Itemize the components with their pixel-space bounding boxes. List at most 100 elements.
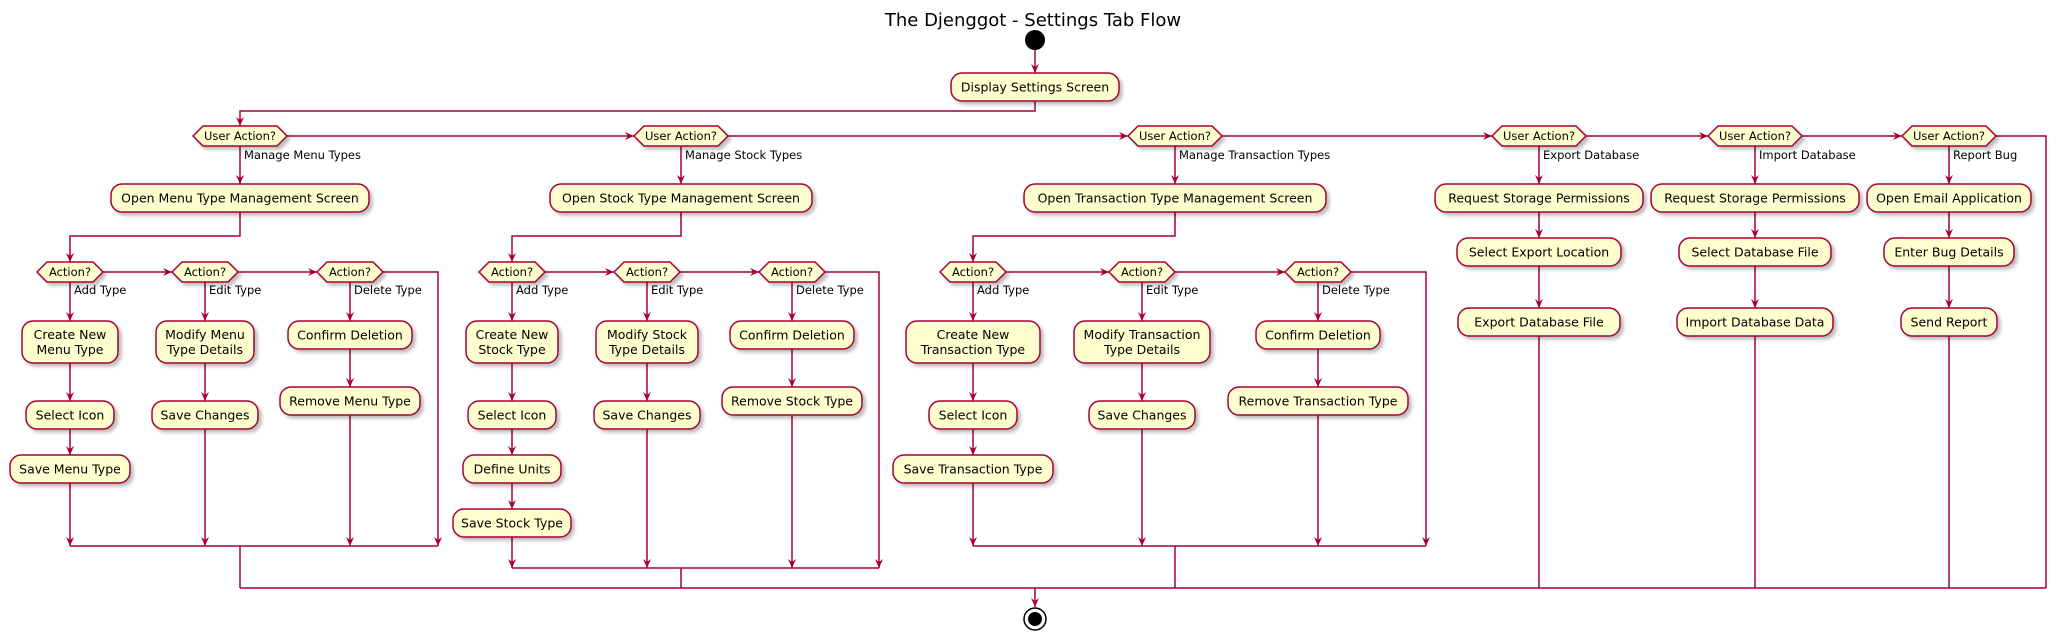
- decision-diamond: [315, 261, 385, 283]
- start-node: [1025, 30, 1045, 50]
- activity-node-sel_export: [1456, 237, 1622, 267]
- branch-label: Delete Type: [1322, 283, 1390, 297]
- activity-label: Request Storage Permissions: [1448, 191, 1630, 206]
- activity-label: Modify Stock: [607, 327, 688, 342]
- activity-label: Create New: [937, 327, 1010, 342]
- activity-label: Save Stock Type: [461, 516, 563, 531]
- decision-diamond: [938, 261, 1008, 283]
- flow-nodes: [9, 30, 2032, 631]
- activity-label: Confirm Deletion: [1265, 328, 1371, 343]
- activity-node-s_savechg: [593, 400, 701, 430]
- activity-node-open_menu: [110, 183, 370, 213]
- activity-node-req_import: [1650, 183, 1860, 213]
- activity-node-t_save: [892, 454, 1054, 484]
- branch-label: Delete Type: [354, 283, 422, 297]
- activity-label: Open Menu Type Management Screen: [121, 191, 359, 206]
- decision-label: Action?: [771, 265, 813, 279]
- activity-label: Type Details: [1103, 342, 1180, 357]
- activity-node-m_savechg: [151, 400, 259, 430]
- activity-label: Create New: [34, 327, 107, 342]
- activity-node-m_save: [9, 454, 131, 484]
- activity-label: Save Changes: [602, 408, 691, 423]
- decision-diamond: [1283, 261, 1353, 283]
- activity-node-m_icon: [25, 400, 115, 430]
- branch-label: Add Type: [977, 283, 1029, 297]
- activity-node-open_stock: [549, 183, 813, 213]
- activity-node-req_export: [1434, 183, 1644, 213]
- activity-label: Select Icon: [939, 408, 1008, 423]
- end-node-core: [1028, 612, 1042, 626]
- decision-diamond: [757, 261, 827, 283]
- activity-label: Remove Menu Type: [289, 394, 411, 409]
- activity-node-open_tx: [1023, 183, 1327, 213]
- branch-label: Export Database: [1543, 148, 1639, 162]
- decision-diamond: [1490, 125, 1588, 147]
- decision-diamond: [1706, 125, 1804, 147]
- decision-label: User Action?: [1719, 129, 1791, 143]
- activity-label: Remove Stock Type: [731, 394, 853, 409]
- decision-diamond: [191, 125, 289, 147]
- activity-label: Save Menu Type: [19, 462, 121, 477]
- activity-node-t_create: [905, 320, 1041, 364]
- activity-label: Confirm Deletion: [297, 328, 403, 343]
- activity-label: Create New: [476, 327, 549, 342]
- activity-label: Open Email Application: [1876, 191, 2022, 206]
- activity-node-m_confirm: [287, 320, 413, 350]
- activity-node-enter_bug: [1883, 237, 2015, 267]
- decision-diamond: [632, 125, 730, 147]
- decision-diamond: [35, 261, 105, 283]
- activity-node-m_remove: [279, 386, 421, 416]
- decision-label: User Action?: [1913, 129, 1985, 143]
- flow-connector: [236, 101, 1036, 126]
- activity-label: Request Storage Permissions: [1664, 191, 1846, 206]
- decision-label: User Action?: [645, 129, 717, 143]
- activity-node-send_report: [1900, 307, 1998, 337]
- activity-label: Send Report: [1911, 315, 1988, 330]
- activity-node-display: [950, 72, 1120, 102]
- branch-label: Add Type: [516, 283, 568, 297]
- decision-diamond: [170, 261, 240, 283]
- activity-label: Stock Type: [478, 342, 546, 357]
- activity-node-s_modify: [595, 320, 699, 364]
- activity-node-t_savechg: [1088, 400, 1196, 430]
- decision-label: User Action?: [1503, 129, 1575, 143]
- activity-label: Display Settings Screen: [961, 80, 1109, 95]
- activity-label: Type Details: [166, 342, 243, 357]
- diagram-title: The Djenggot - Settings Tab Flow: [884, 10, 1181, 31]
- activity-label: Define Units: [474, 462, 551, 477]
- activity-node-s_create: [465, 320, 559, 364]
- activity-node-t_modify: [1073, 320, 1211, 364]
- decision-label: Action?: [626, 265, 668, 279]
- activity-node-open_email: [1866, 183, 2032, 213]
- flow-connector: [1351, 271, 1430, 546]
- flow-connector: [383, 271, 442, 546]
- decision-label: User Action?: [1139, 129, 1211, 143]
- activity-node-exp_file: [1457, 307, 1621, 337]
- activity-node-t_remove: [1227, 386, 1409, 416]
- activity-label: Save Transaction Type: [904, 462, 1043, 477]
- activity-label: Modify Menu: [165, 327, 245, 342]
- activity-node-s_confirm: [729, 320, 855, 350]
- activity-label: Export Database File: [1474, 315, 1604, 330]
- flow-connector: [66, 212, 241, 262]
- decision-label: Action?: [329, 265, 371, 279]
- decision-label: Action?: [491, 265, 533, 279]
- activity-node-s_icon: [467, 400, 557, 430]
- branch-label: Edit Type: [209, 283, 261, 297]
- branch-label: Delete Type: [796, 283, 864, 297]
- activity-label: Modify Transaction: [1084, 327, 1201, 342]
- activity-label: Save Changes: [160, 408, 249, 423]
- decision-label: Action?: [1297, 265, 1339, 279]
- decision-label: Action?: [952, 265, 994, 279]
- branch-label: Manage Stock Types: [685, 148, 802, 162]
- activity-label: Type Details: [608, 342, 685, 357]
- activity-label: Enter Bug Details: [1894, 245, 2003, 260]
- decision-label: Action?: [184, 265, 226, 279]
- branch-label: Report Bug: [1953, 148, 2017, 162]
- flow-connector: [508, 212, 682, 262]
- activity-label: Confirm Deletion: [739, 328, 845, 343]
- flow-labels: The Djenggot - Settings Tab FlowDisplay …: [19, 10, 2022, 531]
- activity-node-s_remove: [721, 386, 863, 416]
- activity-label: Import Database Data: [1686, 315, 1825, 330]
